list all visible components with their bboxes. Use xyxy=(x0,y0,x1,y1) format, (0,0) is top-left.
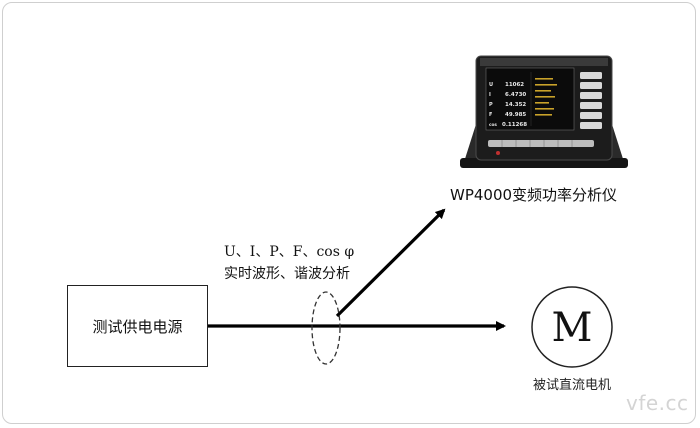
analyzer-label: WP4000变频功率分析仪 xyxy=(450,186,618,204)
readout-value: 6.4730 xyxy=(505,92,526,98)
signal-line-arrow xyxy=(335,208,446,318)
readout-label: I xyxy=(489,92,491,98)
current-clamp-ellipse xyxy=(311,291,341,365)
watermark-text: vfe.cc xyxy=(626,391,689,415)
motor-circle xyxy=(531,286,613,368)
analyzer-screen xyxy=(485,67,575,131)
power-source-box: 测试供电电源 xyxy=(67,285,208,367)
motor-label: 被试直流电机 xyxy=(533,378,612,393)
power-source-label: 测试供电电源 xyxy=(92,317,183,336)
readout-label: cos xyxy=(489,122,497,127)
readout-value: 0.11268 xyxy=(502,122,527,128)
motor-symbol: M xyxy=(551,305,593,351)
analyzer-readout: U 11062 I 6.4730 P 14.352 F 49.985 cos 0… xyxy=(489,82,527,128)
power-analyzer-device xyxy=(460,55,628,168)
readout-value: 49.985 xyxy=(505,112,526,118)
readout-value: 11062 xyxy=(505,82,524,88)
readout-value: 14.352 xyxy=(505,102,526,108)
readout-label: F xyxy=(489,112,492,118)
measurement-params: U、I、P、F、cos φ xyxy=(224,244,355,260)
measurement-functions: 实时波形、谐波分析 xyxy=(224,266,350,282)
readout-label: U xyxy=(489,82,493,88)
readout-label: P xyxy=(489,102,493,108)
measurement-labels: U、I、P、F、cos φ 实时波形、谐波分析 xyxy=(224,241,354,285)
